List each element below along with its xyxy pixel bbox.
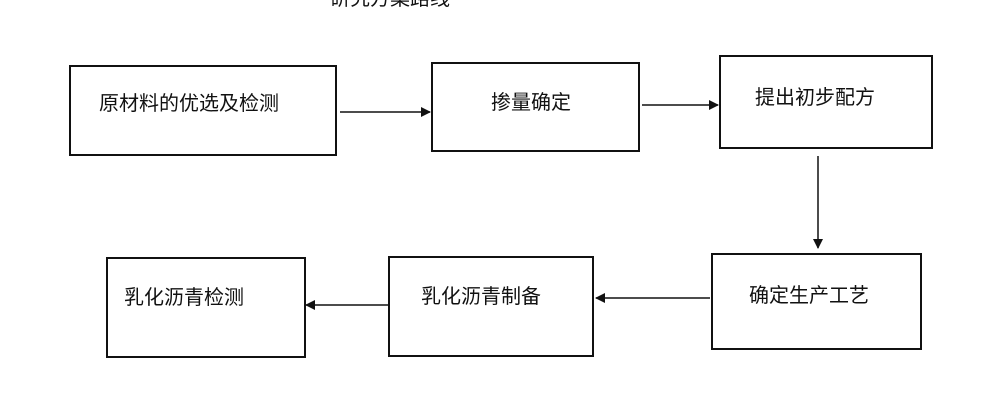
node-label: 提出初步配方 xyxy=(755,85,875,109)
node-raw-material-selection-testing: 原材料的优选及检测 xyxy=(69,65,337,156)
node-initial-formula: 提出初步配方 xyxy=(719,55,933,149)
node-label: 原材料的优选及检测 xyxy=(99,91,279,115)
node-label: 乳化沥青制备 xyxy=(421,284,541,308)
node-production-process: 确定生产工艺 xyxy=(711,253,922,350)
node-label: 确定生产工艺 xyxy=(749,283,869,307)
node-emulsified-asphalt-preparation: 乳化沥青制备 xyxy=(388,256,594,357)
node-label: 掺量确定 xyxy=(491,90,571,114)
node-label: 乳化沥青检测 xyxy=(124,285,244,309)
node-emulsified-asphalt-testing: 乳化沥青检测 xyxy=(106,257,306,358)
node-dosage-determination: 掺量确定 xyxy=(431,62,640,152)
diagram-title-cropped: 研究方案路线 xyxy=(330,0,590,10)
